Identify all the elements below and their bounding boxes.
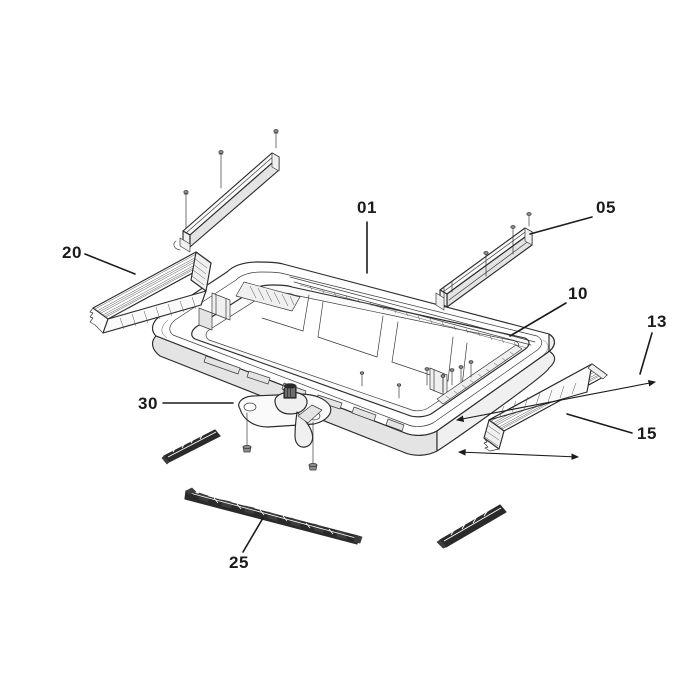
callout-label-01: 01: [357, 198, 377, 217]
right-bar-left-tab: [435, 292, 445, 311]
frame-screws: [359, 360, 474, 399]
long-rail-right-end: [353, 534, 363, 544]
left-blind-end-fringe: [89, 307, 104, 334]
left-blind-lower-band-hatch: [119, 296, 197, 330]
callout-label-10: 10: [568, 284, 588, 303]
right-bar-crease-2: [448, 239, 531, 301]
right-bar-screws: [483, 212, 532, 277]
part-right-cross-bar: [435, 212, 533, 311]
crank-hole-left: [243, 402, 257, 412]
callout-label-25: 25: [229, 553, 249, 572]
part-left-pleated-blind: [89, 251, 212, 334]
frame-upper-right-channel: [289, 276, 536, 349]
leader-25: [242, 517, 264, 553]
frame-left-hinge-detail: [198, 292, 231, 331]
frame-inner-panel-divisions: [261, 294, 468, 387]
right-bar-legs: [443, 281, 453, 299]
left-blind-pleats: [94, 252, 210, 318]
callout-label-15: 15: [637, 424, 657, 443]
leader-20: [84, 253, 136, 275]
right-bar-right-tab: [524, 227, 533, 246]
left-bar-right-tab: [271, 152, 280, 172]
crank-shaft-top: [283, 383, 297, 389]
dimension-line-upper: [455, 380, 657, 422]
crank-lever-arm: [294, 411, 314, 448]
callout-label-13: 13: [647, 312, 667, 331]
callout-labels: 01 05 10 13 15 20 25 30: [62, 198, 667, 572]
callout-label-20: 20: [62, 243, 82, 262]
callout-leaders: [84, 216, 653, 553]
left-bracket-highlights: [167, 429, 217, 458]
frame-upper-right-channel-texture: [309, 285, 517, 347]
left-bar-crease: [185, 154, 276, 234]
right-blind-end-cap: [587, 363, 608, 380]
long-rail-left-end: [185, 487, 197, 495]
frame-rim-inner-contour: [169, 271, 543, 427]
left-bar-hook: [173, 240, 181, 251]
right-blind-header-hatch: [484, 424, 501, 447]
leader-13: [639, 332, 653, 375]
part-left-short-bracket: [161, 429, 221, 465]
callout-label-05: 05: [596, 198, 616, 217]
part-right-short-bracket: [436, 504, 507, 549]
leader-05: [529, 216, 593, 235]
leader-10: [509, 302, 567, 337]
left-bar-left-tab: [179, 237, 191, 253]
frame-corner-left: [161, 319, 169, 339]
crank-screws: [242, 412, 318, 471]
left-bar-screws: [183, 129, 279, 229]
long-rail-tabs: [198, 492, 347, 540]
long-rail-highlights: [189, 492, 357, 539]
left-bracket-end: [161, 455, 170, 465]
part-long-hinge-rail: [184, 487, 363, 545]
leader-15: [566, 413, 633, 434]
crank-gear-cover: [297, 404, 323, 424]
dimension-line-lower: [457, 448, 580, 461]
part-left-cross-bar: [173, 129, 280, 253]
left-blind-header-hatch: [191, 257, 208, 286]
callout-label-30: 30: [138, 394, 158, 413]
left-blind-end-edge: [92, 307, 109, 320]
part-crank-operator: [238, 383, 332, 471]
frame-upper-left-pad: [235, 281, 301, 312]
right-bracket-highlights: [443, 506, 502, 542]
right-bar-crease: [442, 229, 529, 293]
dimension-13-group: [455, 380, 657, 461]
frame-corner-right: [541, 339, 549, 357]
right-bracket-end: [436, 539, 447, 549]
